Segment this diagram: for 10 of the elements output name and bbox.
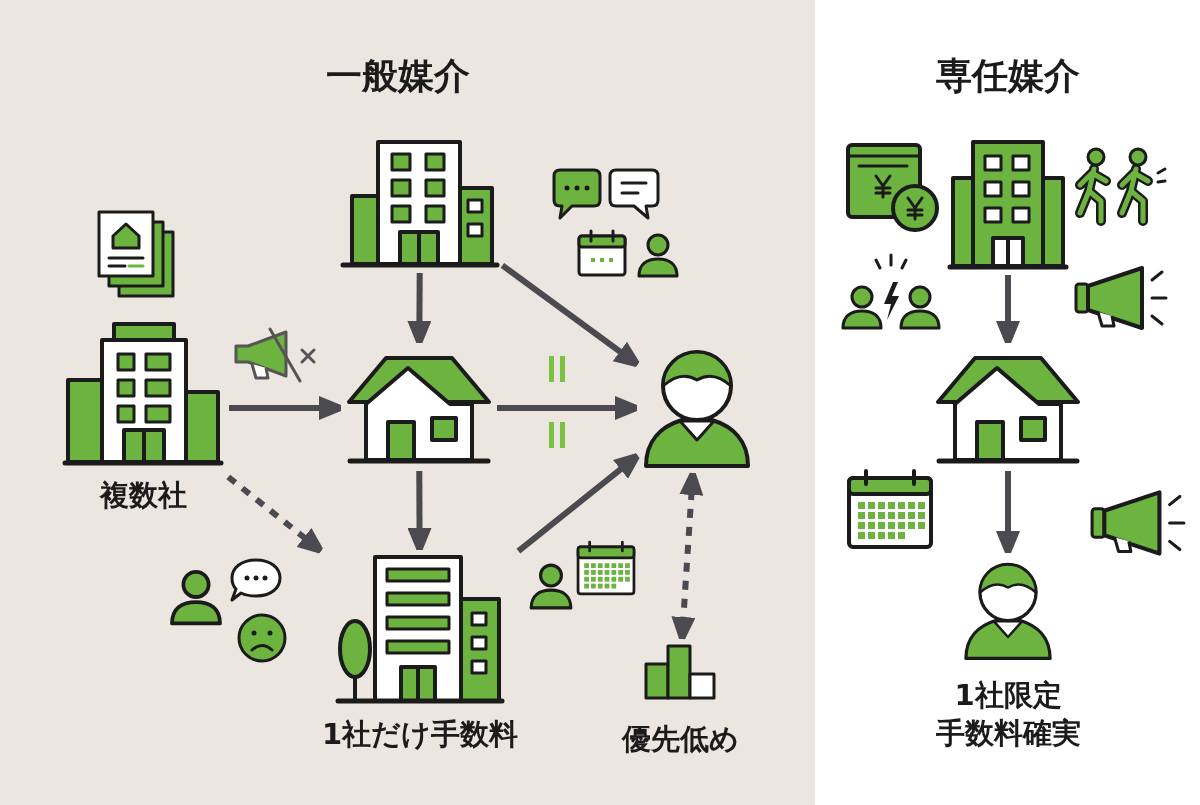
node-caption: 複数社 <box>99 477 187 514</box>
node-caption: 手数料確実 <box>935 715 1081 752</box>
office-building-icon <box>340 138 500 270</box>
node-caption: 1社だけ手数料 <box>321 716 519 753</box>
panel-heading: 一般媒介 <box>325 54 470 98</box>
comparison-panel <box>0 0 815 805</box>
office-building-icon <box>947 138 1069 272</box>
node-caption: 1社限定 <box>954 677 1062 714</box>
node-caption: 優先低め <box>621 721 739 758</box>
panel-heading: 専任媒介 <box>935 54 1080 98</box>
